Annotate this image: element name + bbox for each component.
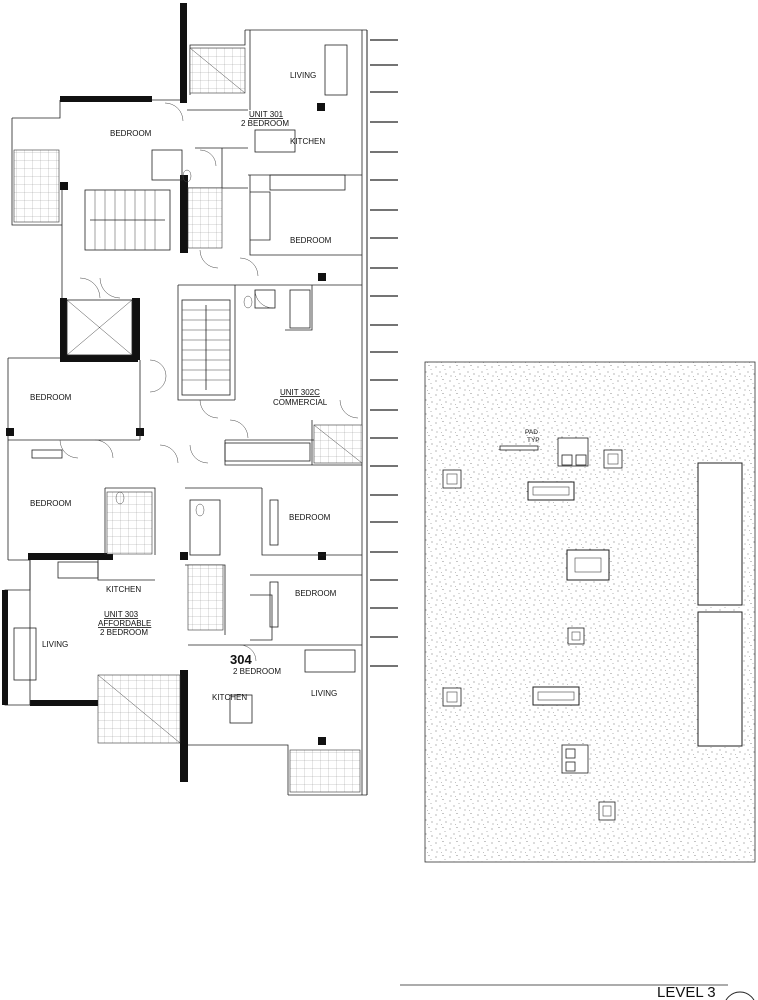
unit-303-bedroom-label-1: BEDROOM (30, 393, 72, 402)
unit-304-type: 2 BEDROOM (233, 667, 281, 676)
unit-303-name: UNIT 303 (104, 610, 139, 619)
unit-301-kitchen-label: KITCHEN (290, 137, 325, 146)
unit-303-living-label: LIVING (42, 640, 68, 649)
unit-302c-type: COMMERCIAL (273, 398, 328, 407)
unit-303-kitchen-label: KITCHEN (106, 585, 141, 594)
unit-303-type: AFFORDABLE (98, 619, 151, 628)
unit-301-type: 2 BEDROOM (241, 119, 289, 128)
room-labels: LIVING UNIT 301 2 BEDROOM KITCHEN BEDROO… (30, 71, 540, 702)
elevator-shaft (66, 299, 133, 356)
roof-pad-label: PAD (525, 429, 538, 436)
door-swings (59, 102, 359, 662)
unit-304-bedroom-label-1: BEDROOM (289, 513, 331, 522)
furniture (13, 44, 356, 724)
north-arrow-circle (725, 991, 755, 1000)
stairs-central (181, 299, 231, 396)
title-block: LEVEL 3 (400, 984, 755, 1000)
unit-303-bedroom-label-2: BEDROOM (30, 499, 72, 508)
unit-301-bedroom-label-1: BEDROOM (110, 129, 152, 138)
facade-fins (370, 39, 398, 667)
roof-pad-typ-label: TYP (527, 437, 540, 444)
balconies (97, 47, 363, 793)
unit-303-subtype: 2 BEDROOM (100, 628, 148, 637)
unit-304-living-label: LIVING (311, 689, 337, 698)
unit-304-kitchen-label: KITCHEN (212, 693, 247, 702)
unit-304-bedroom-label-2: BEDROOM (295, 589, 337, 598)
unit-301-bedroom-label-2: BEDROOM (290, 236, 332, 245)
stairs-north (84, 189, 171, 251)
unit-301-name: UNIT 301 (249, 110, 284, 119)
bathrooms (13, 149, 311, 631)
unit-302c-name: UNIT 302C (280, 388, 320, 397)
interior-partitions (8, 30, 362, 705)
level-title: LEVEL 3 (657, 984, 716, 1000)
roof-plan (424, 361, 756, 863)
unit-301-living-label: LIVING (290, 71, 316, 80)
unit-304-name: 304 (230, 652, 252, 667)
